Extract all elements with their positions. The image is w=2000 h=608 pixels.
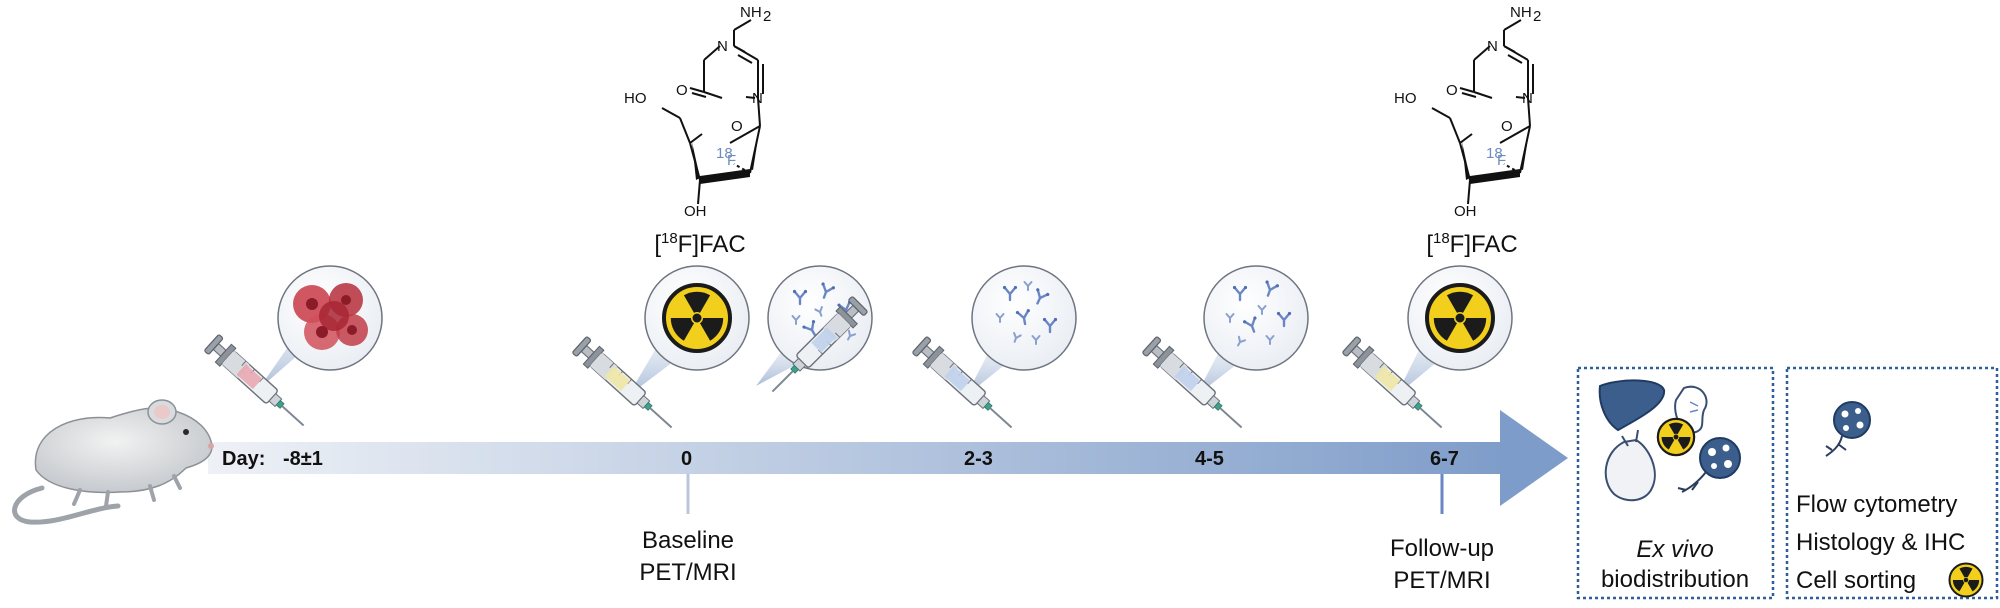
day-label: Day:	[222, 448, 265, 470]
ring-o-label: O	[1501, 118, 1513, 135]
f-isotope-label: 18	[716, 145, 733, 162]
analysis-cell-sorting: Cell sorting	[1796, 567, 1916, 594]
followup-label-2: PET/MRI	[1393, 567, 1490, 594]
n3-label: N	[717, 38, 728, 55]
baseline-antibody-injection	[756, 265, 873, 402]
tracer-label-baseline: [18F]FAC	[654, 230, 745, 258]
tumor-injection	[202, 265, 383, 436]
day4-antibody-injection	[1140, 265, 1309, 438]
tracer-label-followup: [18F]FAC	[1426, 230, 1517, 258]
carbonyl-o-label: O	[676, 82, 688, 99]
nh2-subscript: 2	[1533, 8, 1541, 25]
svg-text:[18F]FAC: [18F]FAC	[654, 230, 745, 258]
followup-tracer-injection	[1340, 265, 1513, 438]
n1-label: N	[752, 90, 763, 107]
fac-structure-baseline: NH 2 N N O O HO OH 18 F	[624, 4, 771, 220]
baseline-label-1: Baseline	[642, 527, 734, 554]
n1-label: N	[1522, 90, 1533, 107]
mouse-illustration	[12, 399, 214, 525]
f-isotope-label: 18	[1486, 145, 1503, 162]
radiation-icon	[1948, 562, 1984, 598]
lymph-node-icon	[1825, 401, 1871, 457]
lymph-node-icon	[1677, 437, 1741, 493]
day-0: 0	[681, 448, 692, 470]
day-2-3: 2-3	[964, 448, 993, 470]
fac-structure-followup: NH 2 N N O O HO OH 18 F	[1394, 4, 1541, 220]
day-6-7: 6-7	[1430, 448, 1459, 470]
analysis-histology-ihc: Histology & IHC	[1796, 529, 1965, 556]
nh2-label: NH	[740, 4, 762, 21]
radiation-icon	[662, 283, 732, 353]
day-4-5: 4-5	[1195, 448, 1224, 470]
tumor-cells-icon	[293, 283, 368, 350]
n3-label: N	[1487, 38, 1498, 55]
nh2-subscript: 2	[763, 8, 771, 25]
ring-o-label: O	[731, 118, 743, 135]
svg-text:[18F]FAC: [18F]FAC	[1426, 230, 1517, 258]
liver-icon	[1598, 379, 1666, 432]
carbonyl-o-label: O	[1446, 82, 1458, 99]
nh2-label: NH	[1510, 4, 1532, 21]
tissue-analysis-box: Flow cytometry Histology & IHC Cell sort…	[1785, 366, 1999, 600]
fluorine-label: F	[1497, 152, 1506, 169]
exvivo-label: Ex vivo	[1636, 536, 1713, 563]
oh-label: OH	[684, 203, 707, 220]
exvivo-biodistribution-box: Ex vivo biodistribution	[1576, 366, 1775, 600]
heart-icon	[1604, 429, 1656, 502]
fluorine-label: F	[727, 152, 736, 169]
oh-label: OH	[1454, 203, 1477, 220]
radiation-icon	[1425, 283, 1495, 353]
analysis-flow-cytometry: Flow cytometry	[1796, 491, 1957, 518]
followup-label-1: Follow-up	[1390, 535, 1494, 562]
radiation-icon	[1656, 417, 1696, 457]
baseline-tracer-injection	[570, 265, 750, 438]
timeline-arrow	[208, 410, 1568, 506]
day2-antibody-injection	[910, 265, 1077, 438]
biodistribution-label: biodistribution	[1601, 566, 1749, 593]
ho-label: HO	[624, 90, 647, 107]
baseline-label-2: PET/MRI	[639, 559, 736, 586]
ho-label: HO	[1394, 90, 1417, 107]
day-minus8: -8±1	[283, 448, 323, 470]
